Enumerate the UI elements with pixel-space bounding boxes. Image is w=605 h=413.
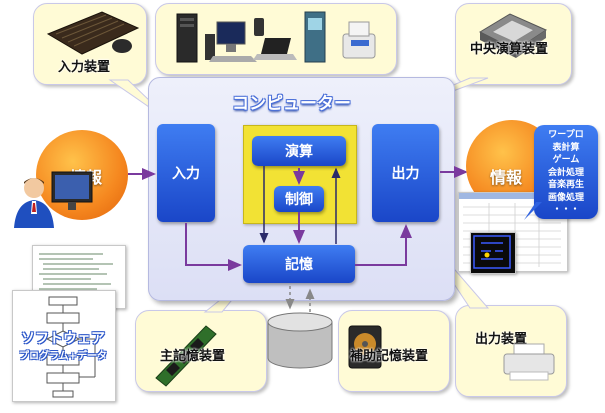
keyboard-mouse-icon	[46, 11, 140, 55]
app-item: 音楽再生	[547, 180, 584, 190]
callout-output-device	[455, 305, 567, 397]
info-right-label: 情報	[490, 168, 523, 187]
computers-icon	[176, 11, 376, 63]
memory-unit: 記憶	[243, 245, 355, 283]
flowchart-document	[12, 290, 116, 402]
bubble-tail	[524, 202, 542, 220]
app-item: 表計算	[552, 142, 580, 153]
output-device-label: 出力装置	[475, 332, 528, 347]
input-device-label: 入力装置	[58, 60, 111, 75]
applications-bubble: ワープロ 表計算 ゲーム 会計処理 音楽再生 画像処理 ・・・	[534, 125, 598, 219]
software-sublabel: プログラム+データ	[18, 351, 108, 362]
app-item: ・・・	[552, 205, 580, 215]
cpu-chip-icon	[478, 13, 548, 58]
game-screenshot	[470, 232, 516, 274]
app-item: 会計処理	[547, 167, 584, 178]
input-unit: 入力	[157, 124, 215, 222]
printer-icon	[503, 343, 555, 381]
disk-cylinder-icon	[267, 312, 333, 369]
app-item: ワープロ	[548, 130, 584, 140]
aux-memory-label: 補助記憶装置	[350, 349, 429, 364]
cpu-label: 中央演算装置	[470, 42, 549, 57]
computer-title: コンピューター	[232, 94, 351, 114]
output-unit: 出力	[372, 124, 439, 222]
control-unit: 制御	[274, 186, 324, 212]
user-icon	[14, 171, 93, 228]
hard-disk-icon	[348, 325, 382, 369]
alu-unit: 演算	[252, 136, 346, 166]
ram-module-icon	[155, 325, 217, 387]
software-label: ソフトウェア	[21, 331, 105, 347]
app-item: 画像処理	[547, 192, 584, 203]
main-memory-label: 主記憶装置	[160, 349, 226, 364]
app-item: ゲーム	[552, 155, 580, 165]
